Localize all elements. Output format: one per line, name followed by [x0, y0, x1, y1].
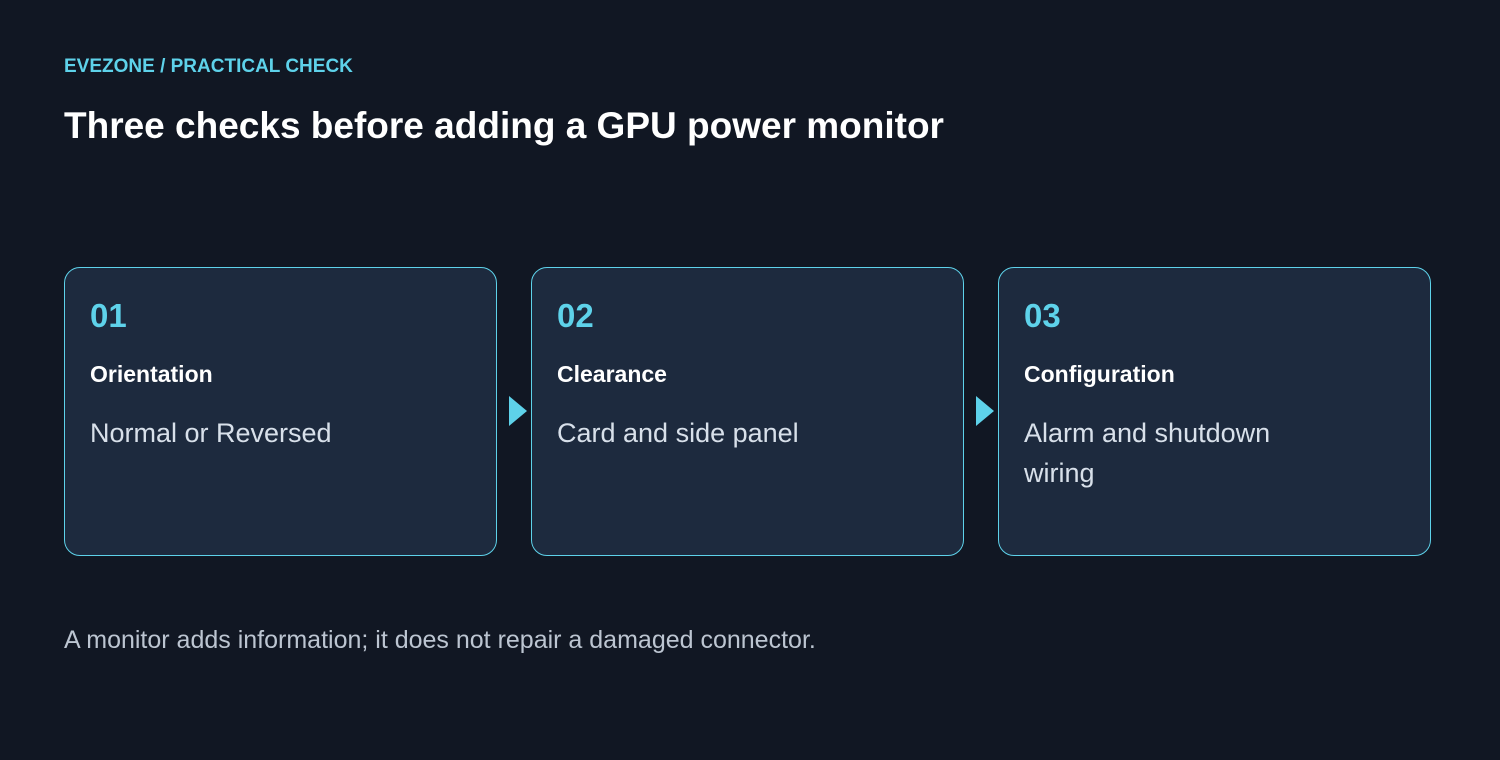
arrow-right-icon: [976, 396, 994, 426]
step-label: Configuration: [1024, 361, 1175, 387]
page-title: Three checks before adding a GPU power m…: [64, 105, 944, 146]
step-number: 02: [557, 297, 594, 334]
step-card-2: 02 Clearance Card and side panel: [531, 267, 964, 556]
step-number: 03: [1024, 297, 1061, 334]
arrow-right-icon: [509, 396, 527, 426]
step-label: Orientation: [90, 361, 213, 387]
step-number: 01: [90, 297, 127, 334]
footnote: A monitor adds information; it does not …: [64, 626, 816, 654]
step-description: Normal or Reversed: [90, 418, 332, 448]
eyebrow-label: EVEZONE / PRACTICAL CHECK: [64, 56, 353, 77]
step-description: Card and side panel: [557, 418, 799, 448]
step-description: Alarm and shutdown wiring: [1024, 418, 1271, 488]
step-card-1: 01 Orientation Normal or Reversed: [64, 267, 497, 556]
step-label: Clearance: [557, 361, 667, 387]
step-card-3: 03 Configuration Alarm and shutdown wiri…: [998, 267, 1431, 556]
